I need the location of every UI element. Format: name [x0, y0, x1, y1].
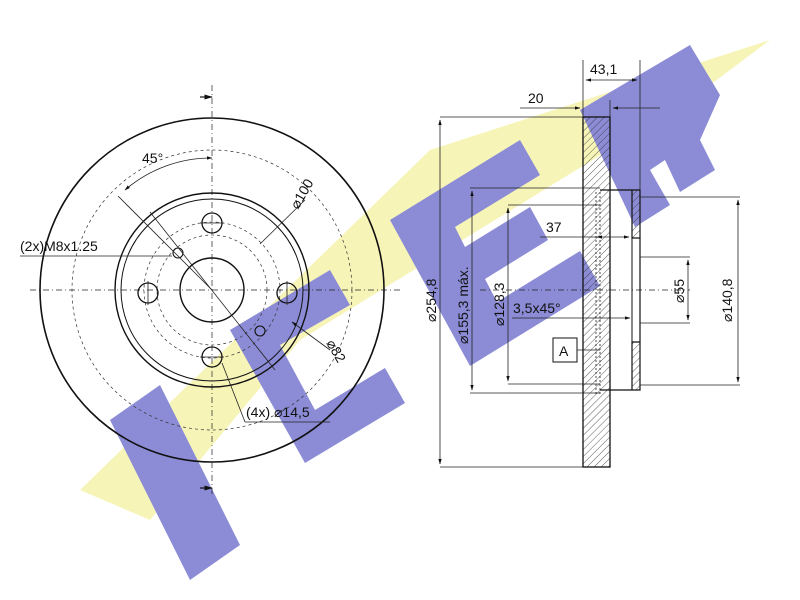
watermark-blue-letters	[110, 45, 720, 580]
side-view: ⌀254,8 ⌀155,3 máx. ⌀128,3 43,1 20 37 3,5…	[423, 60, 740, 468]
section-ref-box	[552, 337, 578, 363]
bore-dia-label: ⌀55	[671, 279, 687, 303]
hat-depth-label: 37	[546, 219, 562, 235]
dia-128-label: ⌀128,3	[491, 282, 507, 326]
center-bore-dia-label: ⌀82	[323, 337, 349, 366]
angle-label: 45°	[142, 150, 163, 166]
hat-rim-circle	[120, 198, 304, 382]
inner-ref-circle	[156, 234, 268, 346]
outer-dia-label: ⌀254,8	[423, 278, 439, 322]
section-ref-label: A	[559, 343, 569, 359]
friction-ring-inner	[71, 149, 353, 431]
center-bore	[179, 257, 245, 323]
disc-section	[582, 116, 611, 468]
watermark-logo	[80, 40, 770, 580]
thickness-total-label: 43,1	[590, 61, 617, 77]
disc-thickness-label: 20	[528, 90, 544, 106]
max-dia-label: ⌀155,3 máx.	[455, 266, 471, 344]
hat-outer-circle	[114, 192, 310, 388]
disc-outer-edge	[39, 117, 385, 463]
hole-label: (4x) ⌀14,5	[246, 404, 310, 420]
thread-label: (2x)M8x1.25	[20, 238, 98, 254]
thread-hole-2	[254, 325, 266, 337]
hat-dia-label: ⌀140,8	[719, 278, 735, 322]
chamfer-label: 3,5x45°	[513, 300, 561, 316]
bolt-circle-dia-label: ⌀100	[287, 176, 317, 212]
bolt-circle	[143, 221, 281, 359]
